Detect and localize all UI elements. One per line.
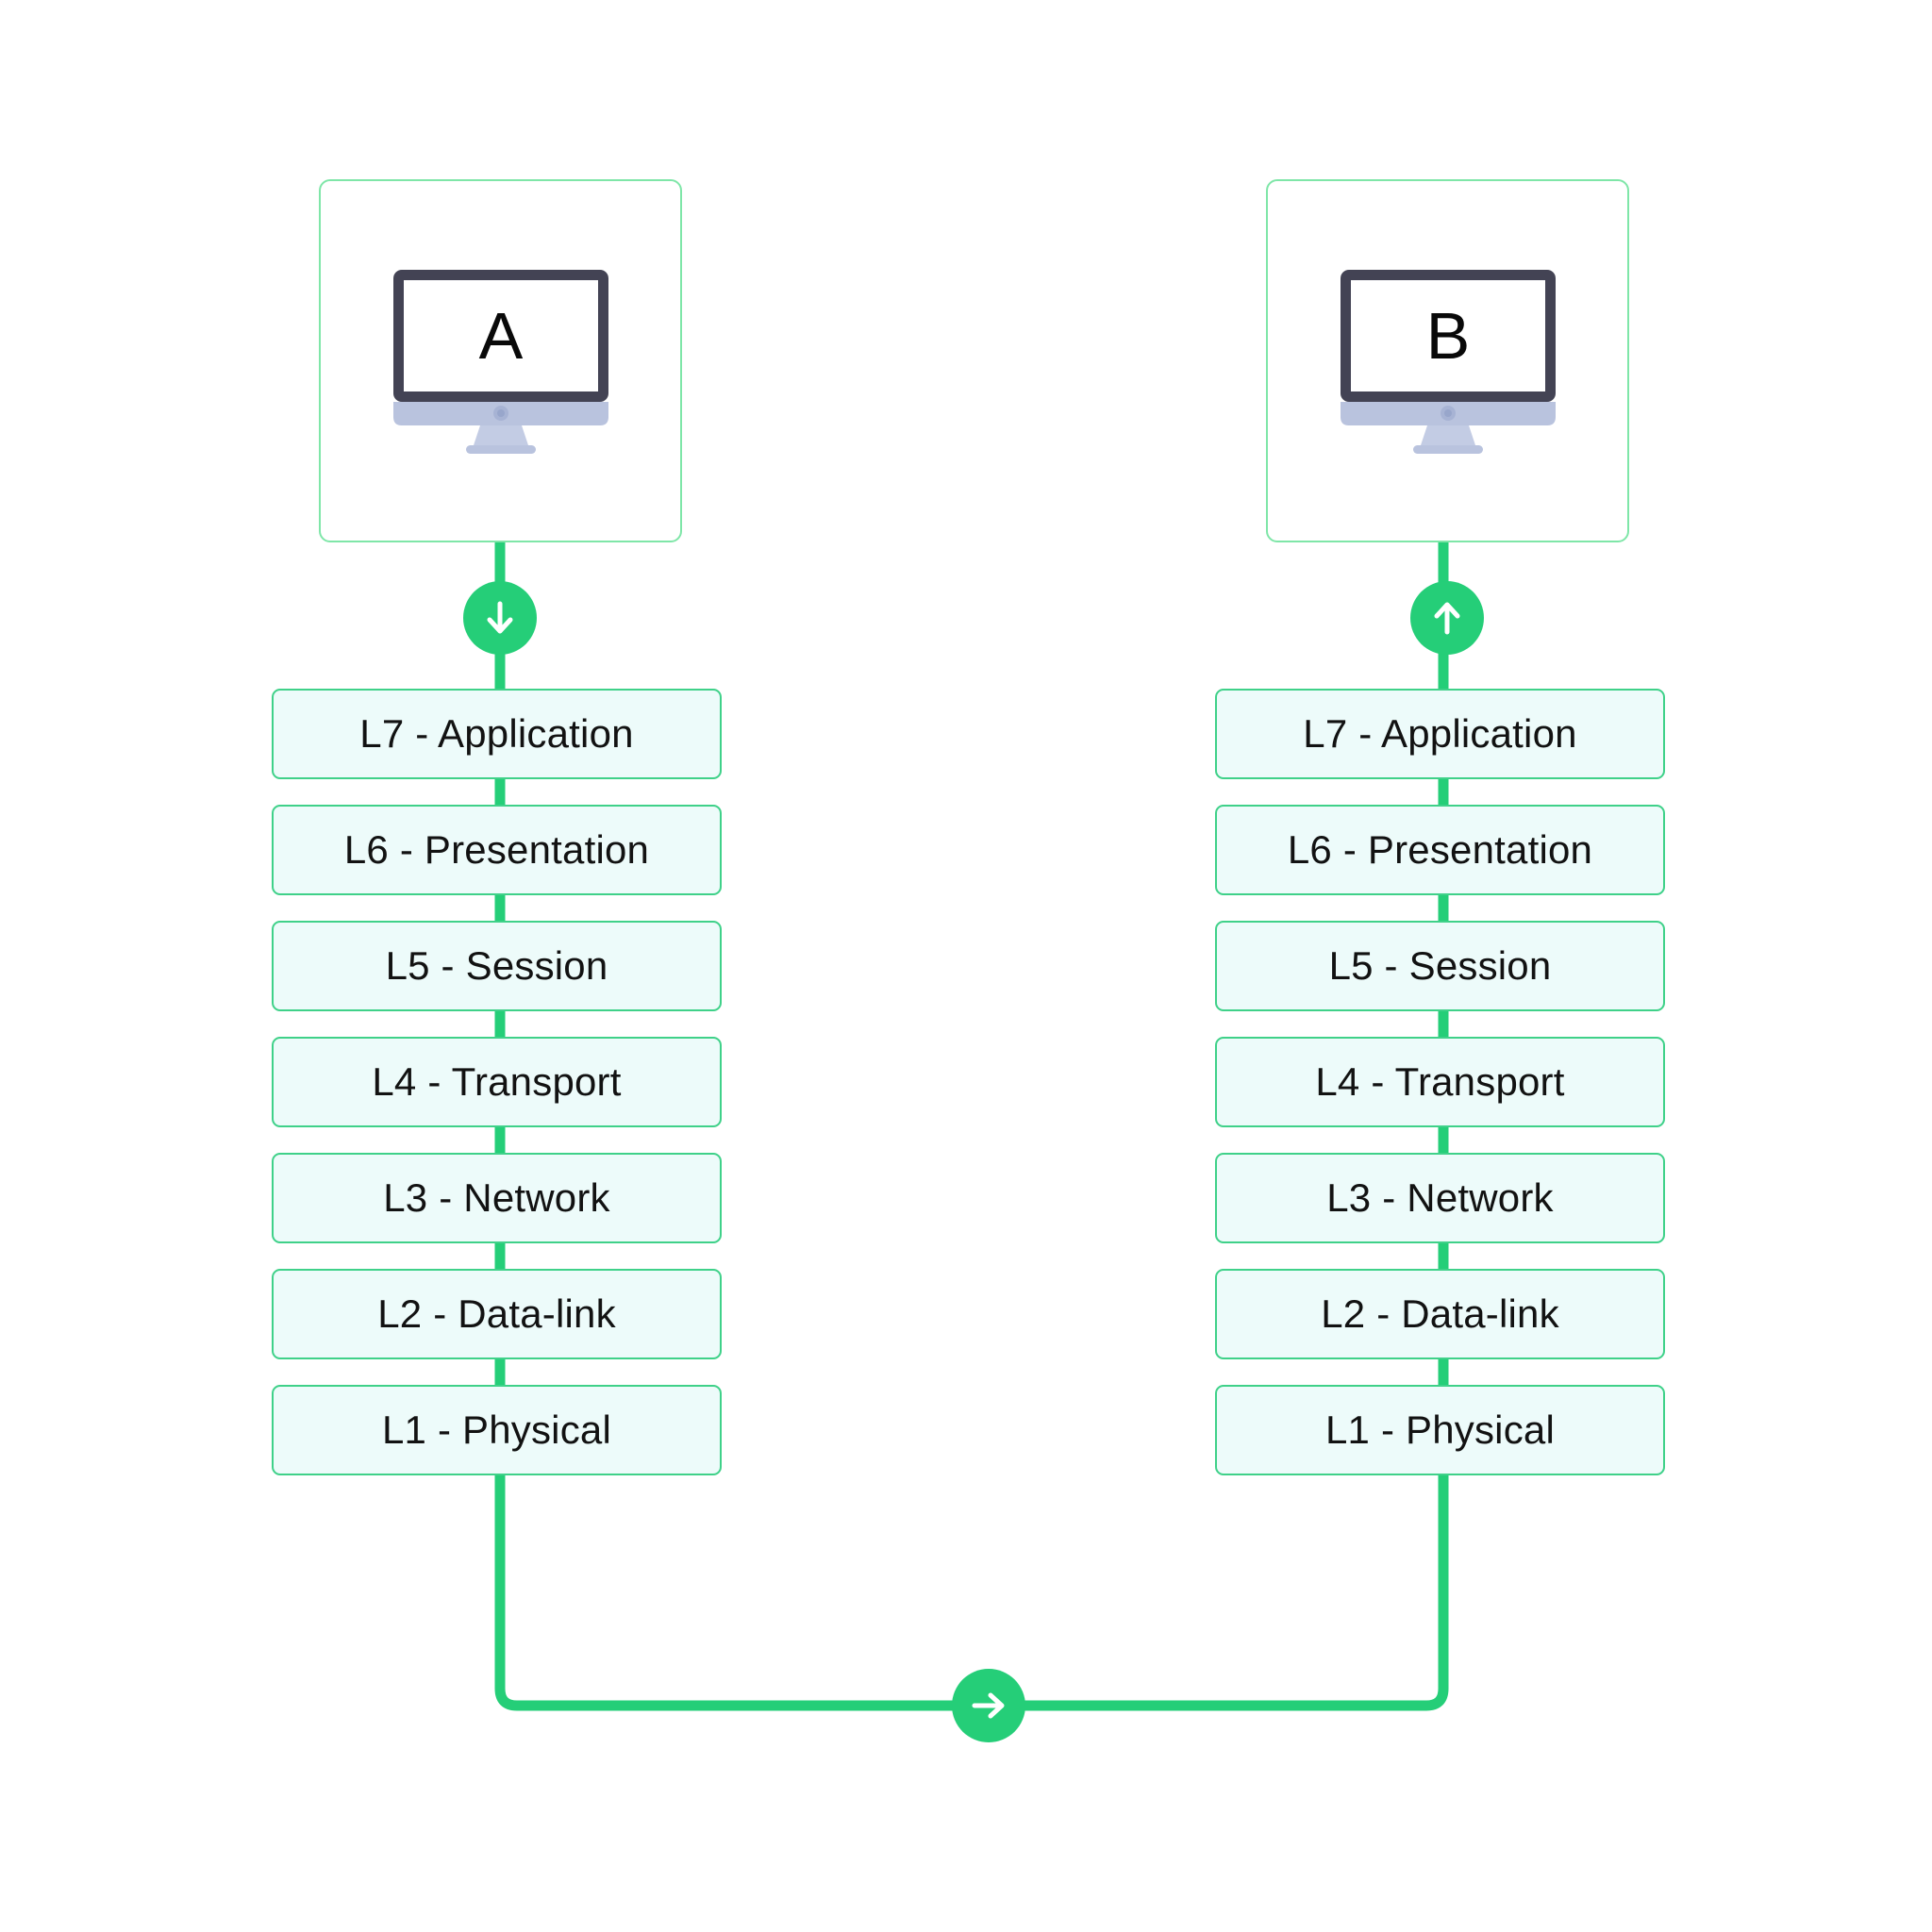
host-container-a: A <box>319 179 682 542</box>
layer-box-l4-left[interactable]: L4 - Transport <box>272 1037 722 1127</box>
layer-label: L5 - Session <box>385 943 608 988</box>
layer-label: L2 - Data-link <box>1321 1291 1559 1336</box>
osi-layer-stack-left: L7 - Application L6 - Presentation L5 - … <box>272 689 722 1475</box>
arrow-up-icon <box>1410 581 1484 655</box>
layer-box-l7-left[interactable]: L7 - Application <box>272 689 722 779</box>
layer-label: L1 - Physical <box>1324 1407 1556 1452</box>
layer-box-l3-left[interactable]: L3 - Network <box>272 1153 722 1243</box>
layer-box-l5-left[interactable]: L5 - Session <box>272 921 722 1011</box>
layer-box-l4-right[interactable]: L4 - Transport <box>1215 1037 1665 1127</box>
layer-label: L6 - Presentation <box>1287 827 1593 872</box>
layer-box-l2-left[interactable]: L2 - Data-link <box>272 1269 722 1359</box>
layer-box-l5-right[interactable]: L5 - Session <box>1215 921 1665 1011</box>
layer-box-l1-right[interactable]: L1 - Physical <box>1215 1385 1665 1475</box>
layer-box-l1-left[interactable]: L1 - Physical <box>272 1385 722 1475</box>
host-label-b: B <box>1425 299 1470 373</box>
osi-layer-stack-right: L7 - Application L6 - Presentation L5 - … <box>1215 689 1665 1475</box>
layer-box-l3-right[interactable]: L3 - Network <box>1215 1153 1665 1243</box>
host-label-a: A <box>478 299 523 373</box>
layer-label: L2 - Data-link <box>377 1291 616 1336</box>
layer-box-l7-right[interactable]: L7 - Application <box>1215 689 1665 779</box>
desktop-monitor-icon-b: B <box>1339 268 1557 455</box>
layer-label: L3 - Network <box>1326 1175 1554 1220</box>
arrow-down-icon <box>463 581 537 655</box>
layer-box-l2-right[interactable]: L2 - Data-link <box>1215 1269 1665 1359</box>
layer-label: L7 - Application <box>1303 711 1577 756</box>
layer-box-l6-right[interactable]: L6 - Presentation <box>1215 805 1665 895</box>
desktop-monitor-icon-a: A <box>391 268 610 455</box>
host-container-b: B <box>1266 179 1629 542</box>
layer-label: L5 - Session <box>1328 943 1552 988</box>
layer-label: L4 - Transport <box>1315 1059 1565 1104</box>
layer-box-l6-left[interactable]: L6 - Presentation <box>272 805 722 895</box>
layer-label: L3 - Network <box>383 1175 610 1220</box>
layer-label: L4 - Transport <box>372 1059 622 1104</box>
layer-label: L6 - Presentation <box>343 827 650 872</box>
layer-label: L1 - Physical <box>381 1407 612 1452</box>
arrow-right-icon <box>952 1669 1025 1742</box>
layer-label: L7 - Application <box>359 711 634 756</box>
